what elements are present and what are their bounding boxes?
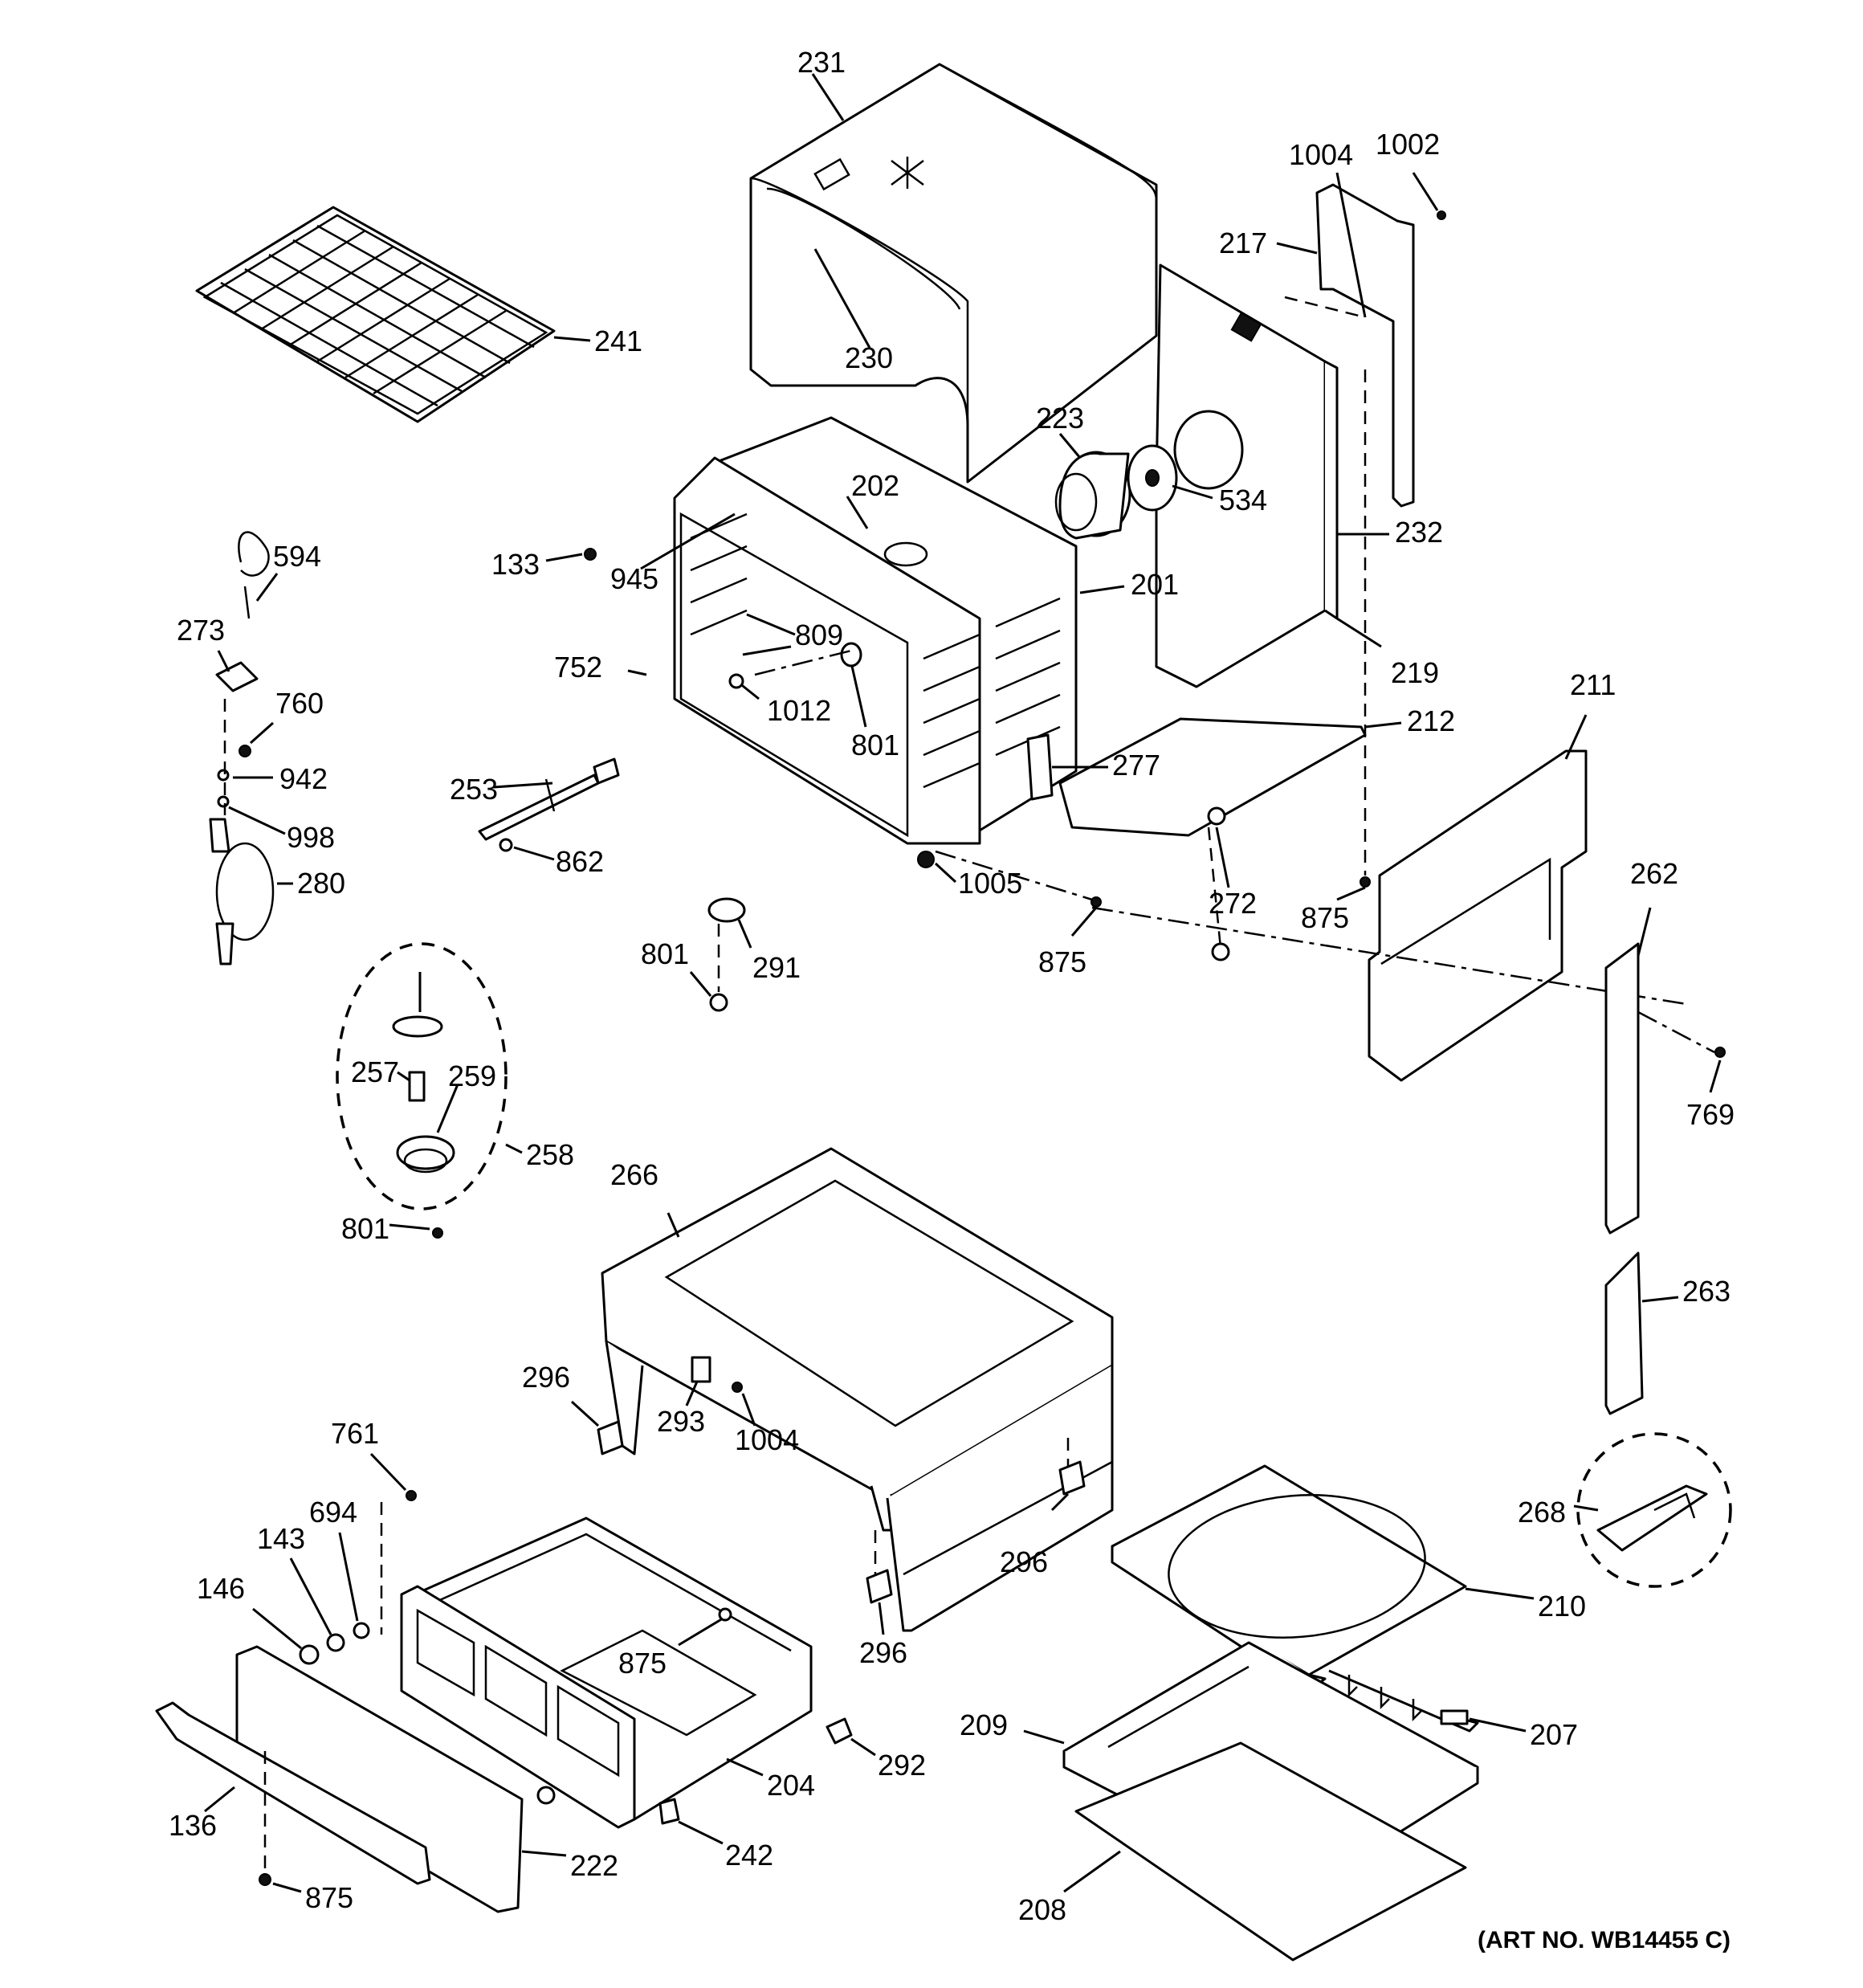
label-801: 801 <box>851 729 899 761</box>
back-panel-211 <box>1091 714 1687 1082</box>
label-201: 201 <box>1131 568 1179 601</box>
label-273: 273 <box>177 614 225 647</box>
label-1012: 1012 <box>767 694 831 727</box>
label-202: 202 <box>851 469 899 502</box>
label-769: 769 <box>1686 1098 1735 1131</box>
label-761: 761 <box>331 1417 379 1450</box>
label-280: 280 <box>297 867 345 900</box>
label-945: 945 <box>610 562 658 595</box>
drawer-frame-266 <box>601 1147 1114 1632</box>
heating-element-253 <box>478 757 620 861</box>
label-217: 217 <box>1219 227 1267 259</box>
label-875-a: 875 <box>1038 945 1086 978</box>
label-253: 253 <box>450 773 498 806</box>
label-277: 277 <box>1112 749 1160 782</box>
label-223: 223 <box>1036 402 1084 435</box>
label-942: 942 <box>279 762 328 795</box>
label-752: 752 <box>554 651 602 684</box>
label-258: 258 <box>526 1138 574 1171</box>
side-trim-262 <box>1604 907 1726 1235</box>
support-rail-207 <box>1328 1669 1527 1733</box>
label-231: 231 <box>797 46 846 79</box>
bracket-293 <box>685 1356 756 1427</box>
label-207: 207 <box>1530 1718 1578 1751</box>
label-694: 694 <box>309 1496 357 1529</box>
label-263: 263 <box>1682 1275 1731 1308</box>
label-209: 209 <box>960 1708 1008 1741</box>
drawer-glide-292 <box>658 1717 876 1845</box>
label-219: 219 <box>1391 656 1439 689</box>
label-760: 760 <box>275 687 324 720</box>
label-259: 259 <box>448 1059 496 1092</box>
label-862: 862 <box>556 845 604 878</box>
label-291: 291 <box>752 951 801 984</box>
knob-291 <box>689 897 752 1012</box>
leveling-legs-296 <box>570 1400 1086 1635</box>
label-208: 208 <box>1018 1893 1066 1926</box>
insulation-sheet-208 <box>1063 1741 1467 1961</box>
label-594: 594 <box>273 540 321 573</box>
label-875-c: 875 <box>618 1647 667 1680</box>
drawer-fasteners <box>252 1452 417 1665</box>
rear-panel-232 <box>1155 263 1389 688</box>
label-143: 143 <box>257 1522 305 1555</box>
bracket-277 <box>1026 733 1108 801</box>
lamp-assembly-258 <box>336 942 523 1239</box>
label-257: 257 <box>351 1055 399 1088</box>
label-136: 136 <box>169 1809 217 1842</box>
label-293: 293 <box>657 1405 705 1438</box>
label-272: 272 <box>1209 887 1257 920</box>
label-262: 262 <box>1630 857 1678 890</box>
label-146: 146 <box>197 1572 245 1605</box>
label-133: 133 <box>491 548 540 581</box>
label-296-b: 296 <box>1000 1545 1048 1578</box>
label-212: 212 <box>1407 704 1455 737</box>
oven-rack-241 <box>195 206 591 423</box>
probe-assembly <box>209 531 293 965</box>
side-bracket-217 <box>1276 172 1446 508</box>
bottom-panel-210 <box>1111 1464 1535 1692</box>
part-labels: 231 230 241 1004 1002 217 223 534 232 21… <box>169 46 1735 1953</box>
label-1004: 1004 <box>1289 138 1353 171</box>
label-292: 292 <box>878 1749 926 1782</box>
label-998: 998 <box>287 821 335 854</box>
label-232: 232 <box>1395 516 1443 549</box>
label-801-b: 801 <box>641 937 689 970</box>
clip-268 <box>1573 1432 1732 1588</box>
drawer-handle-136 <box>155 1701 431 1893</box>
label-241: 241 <box>594 325 642 357</box>
art-number: (ART NO. WB14455 C) <box>1478 1927 1731 1953</box>
label-296-c: 296 <box>859 1636 907 1669</box>
label-875-b: 875 <box>1301 901 1349 934</box>
convection-fan-223 <box>1054 433 1213 540</box>
label-296-a: 296 <box>522 1361 570 1394</box>
side-trim-263 <box>1604 1251 1679 1415</box>
label-1005: 1005 <box>958 867 1022 900</box>
label-211: 211 <box>1570 668 1616 701</box>
cavity-bottom-212 <box>1058 717 1402 837</box>
label-204: 204 <box>767 1769 815 1802</box>
oven-cavity-201 <box>545 416 1125 845</box>
label-1002: 1002 <box>1376 128 1440 161</box>
oven-wrapper-231 <box>749 63 1158 484</box>
label-534: 534 <box>1219 484 1267 516</box>
label-1004-b: 1004 <box>735 1423 799 1456</box>
label-809: 809 <box>795 618 843 651</box>
label-210: 210 <box>1538 1590 1586 1623</box>
label-801-c: 801 <box>341 1212 389 1245</box>
warming-drawer-204 <box>400 1517 813 1829</box>
label-222: 222 <box>570 1849 618 1882</box>
label-875-d: 875 <box>305 1881 353 1914</box>
label-268: 268 <box>1518 1496 1566 1529</box>
label-230: 230 <box>845 341 893 374</box>
fasteners-cavity <box>917 369 1371 961</box>
label-266: 266 <box>610 1158 658 1191</box>
label-242: 242 <box>725 1839 773 1872</box>
